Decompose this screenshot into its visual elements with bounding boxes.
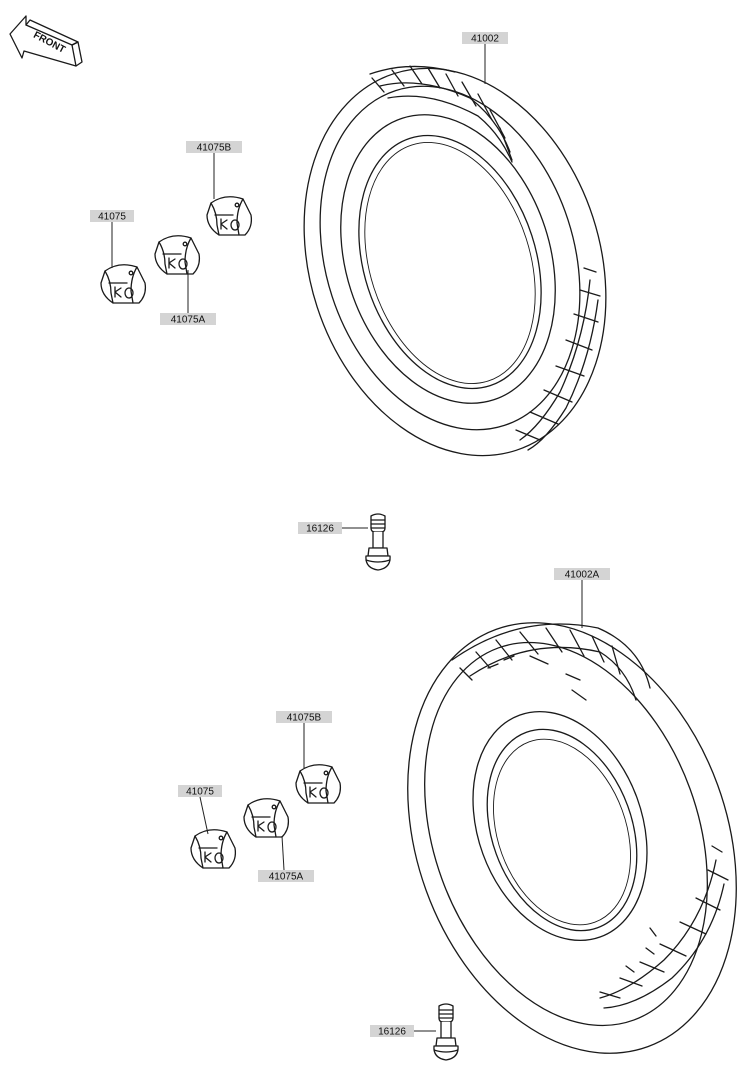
callout-front-weight-label: 41075 (98, 212, 126, 223)
callout-rear-weight-b: 41075B (276, 711, 332, 768)
callout-rear-tire: 41002A (554, 568, 610, 628)
front-tire (303, 65, 607, 457)
rear-tire (407, 622, 737, 1054)
rear-tread-top (451, 623, 651, 701)
rear-weight-a-part (243, 798, 290, 838)
front-weight-b-part (206, 196, 253, 236)
callout-front-valve: 16126 (298, 522, 368, 535)
callout-rear-weight: 41075 (178, 785, 222, 835)
callout-rear-valve: 16126 (370, 1025, 436, 1038)
callout-front-tire: 41002 (462, 32, 508, 84)
callout-front-weight-b-label: 41075B (197, 143, 232, 154)
front-tread-right (515, 267, 601, 451)
rear-weight-b-part (295, 764, 342, 804)
callout-rear-weight-b-label: 41075B (287, 713, 322, 724)
callout-front-weight-b: 41075B (186, 141, 242, 199)
callout-rear-weight-a: 41075A (258, 835, 314, 883)
rear-valve-part (433, 1003, 459, 1061)
callout-front-valve-label: 16126 (306, 524, 334, 535)
front-weight-part (100, 264, 147, 304)
callout-front-weight: 41075 (90, 210, 134, 268)
callout-front-weight-a: 41075A (160, 270, 216, 326)
callout-front-tire-label: 41002 (471, 34, 499, 45)
callout-rear-weight-a-label: 41075A (269, 872, 304, 883)
callout-rear-valve-label: 16126 (378, 1027, 406, 1038)
front-tread-top (369, 65, 513, 163)
callout-rear-weight-label: 41075 (186, 787, 214, 798)
front-valve-part (365, 513, 391, 571)
front-weight-a-part (154, 235, 201, 275)
rear-weight-part (190, 829, 237, 869)
front-arrow-icon: FRONT (9, 15, 83, 67)
rear-tread-right (599, 845, 729, 1009)
callout-rear-tire-label: 41002A (565, 570, 600, 581)
callout-front-weight-a-label: 41075A (171, 315, 206, 326)
